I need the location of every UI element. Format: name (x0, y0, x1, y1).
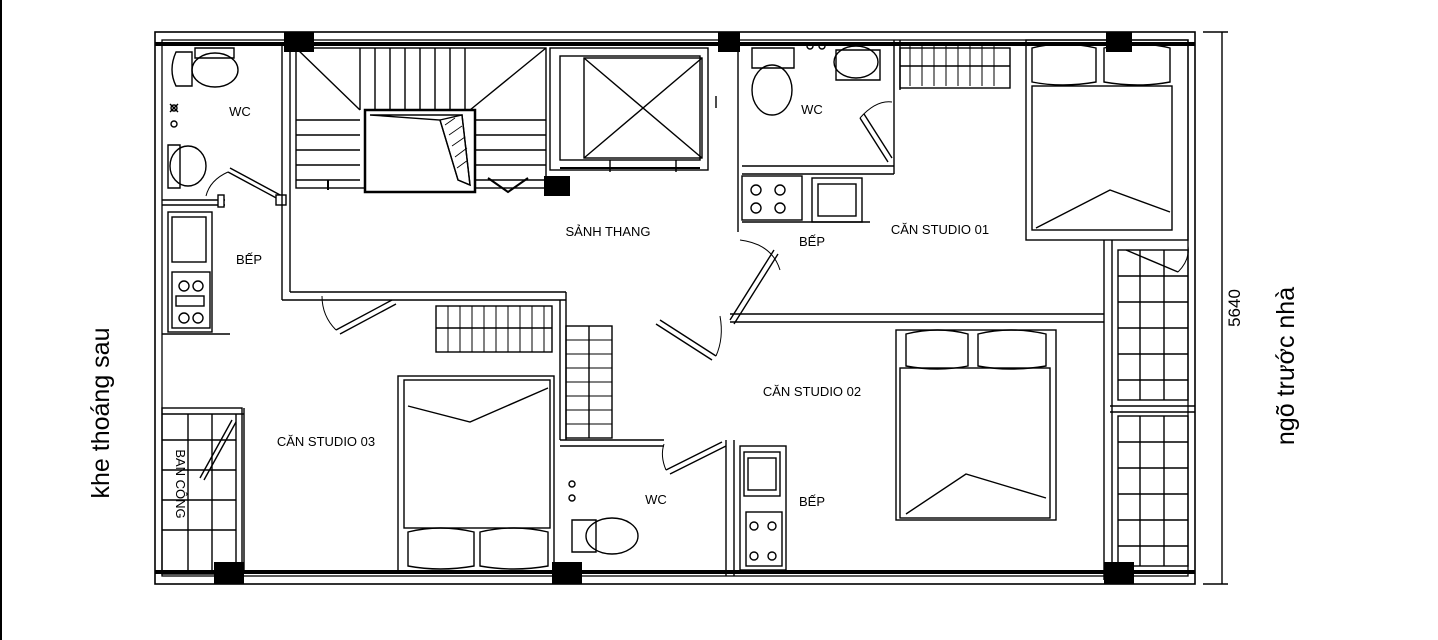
label-wc-top-left: WC (229, 104, 251, 119)
label-studio-02: CĂN STUDIO 02 (763, 384, 861, 399)
label-studio-03: CĂN STUDIO 03 (277, 434, 375, 449)
dimension-label: 5640 (1225, 289, 1244, 327)
label-bep-left: BẾP (236, 252, 262, 267)
label-bep-bottom: BẾP (799, 494, 825, 509)
label-wc-bottom: WC (645, 492, 667, 507)
label-sanh-thang: SẢNH THANG (566, 224, 651, 239)
label-khe-thoang-sau: khe thoáng sau (87, 328, 115, 499)
label-bep-top-right: BẾP (799, 234, 825, 249)
label-wc-top-right: WC (801, 102, 823, 117)
label-ban-cong: BAN CÔNG (173, 449, 188, 518)
label-studio-01: CĂN STUDIO 01 (891, 222, 989, 237)
label-ngo-truoc-nha: ngõ trước nhà (1272, 287, 1300, 445)
